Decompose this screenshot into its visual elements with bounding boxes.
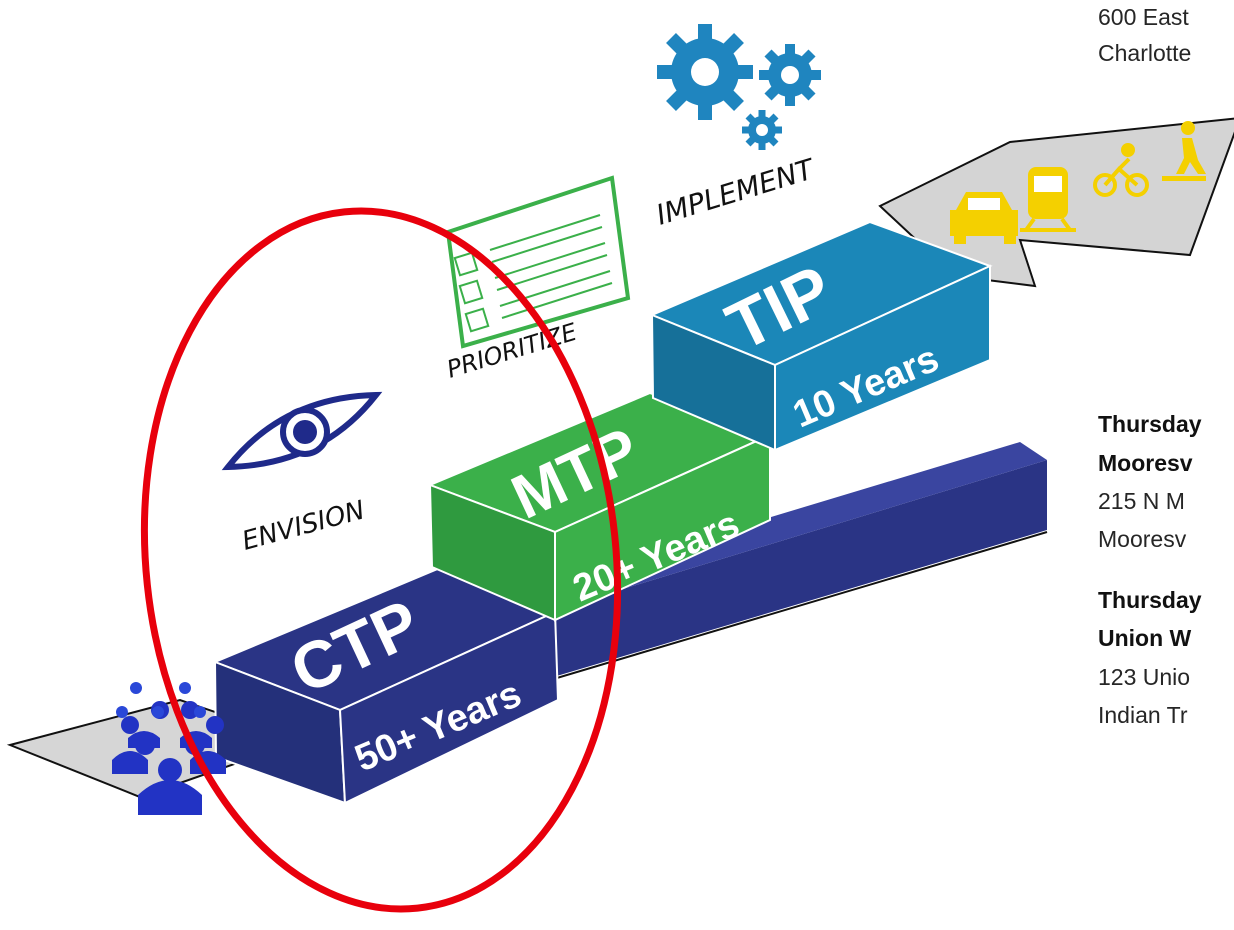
meeting-1-venue-text: Mooresv bbox=[1098, 450, 1193, 476]
highlight-circle bbox=[140, 207, 622, 913]
meeting-2-date-text: Thursday bbox=[1098, 587, 1202, 613]
pedestrian-icon bbox=[1162, 121, 1206, 181]
envision-label: ENVISION bbox=[239, 495, 368, 556]
meeting-1-date: Thursday bbox=[1098, 407, 1202, 441]
gear-icon bbox=[657, 24, 821, 150]
meeting-2-address-line-1: 123 Unio bbox=[1098, 664, 1191, 690]
car-icon bbox=[950, 192, 1018, 244]
tip-step: TIP 10 Years bbox=[649, 220, 993, 452]
bicycle-icon bbox=[1093, 143, 1149, 197]
meeting-1-address-line-1: 215 N M bbox=[1098, 488, 1185, 514]
lightbulb-icon bbox=[116, 682, 206, 718]
meeting-2-date: Thursday bbox=[1098, 583, 1202, 617]
eye-icon bbox=[221, 391, 383, 471]
ctp-step: CTP 50+ Years bbox=[212, 566, 560, 805]
meeting-2-address-line-2: Indian Tr bbox=[1098, 702, 1188, 728]
meeting-2-venue-text: Union W bbox=[1098, 625, 1192, 651]
meeting-1-address-line-2: Mooresv bbox=[1098, 526, 1187, 552]
top-address-line-1: 600 East bbox=[1098, 4, 1189, 30]
train-icon bbox=[1020, 167, 1076, 232]
checklist-icon bbox=[445, 175, 631, 349]
implement-label: IMPLEMENT bbox=[652, 152, 819, 232]
top-address-line-2: Charlotte bbox=[1098, 40, 1192, 66]
meeting-1-date-text: Thursday bbox=[1098, 411, 1202, 437]
meeting-1-venue: Mooresv bbox=[1098, 446, 1193, 480]
meeting-2-venue: Union W bbox=[1098, 621, 1191, 655]
